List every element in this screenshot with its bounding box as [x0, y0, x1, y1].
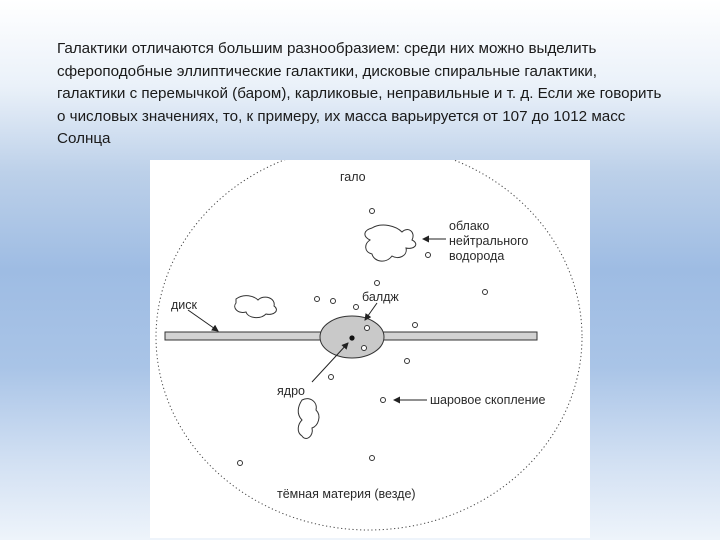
galaxy-diagram: гало облако нейтрального водорода диск б…: [150, 160, 590, 538]
label-globular-cluster: шаровое скопление: [430, 393, 545, 407]
label-hydrogen-line3: водорода: [449, 249, 504, 263]
hydrogen-cloud: [234, 295, 277, 319]
globular-cluster-dot: [425, 252, 431, 258]
globular-cluster-dot: [482, 289, 488, 295]
globular-cluster-dot: [237, 460, 243, 466]
label-disk: диск: [171, 298, 198, 312]
halo-outline: [155, 160, 583, 531]
disk-arrow: [187, 309, 219, 332]
nucleus-arrow: [311, 342, 349, 383]
globular-cluster-dot: [361, 345, 367, 351]
label-halo: гало: [340, 170, 366, 184]
label-dark-matter: тёмная материя (везде): [277, 487, 416, 501]
globular-cluster-dot: [369, 208, 375, 214]
globular-cluster-dot: [369, 455, 375, 461]
globular-cluster-dot: [330, 298, 336, 304]
globular-cluster-dot: [412, 322, 418, 328]
slide-paragraph: Галактики отличаются большим разнообрази…: [57, 40, 662, 148]
hydrogen-cloud: [297, 398, 320, 439]
label-bulge: балдж: [362, 290, 399, 304]
globular-cluster-dot: [314, 296, 320, 302]
label-hydrogen-line1: облако: [449, 219, 489, 233]
galaxy-diagram-svg: гало облако нейтрального водорода диск б…: [155, 160, 583, 531]
label-nucleus: ядро: [277, 384, 305, 398]
nucleus-dot: [349, 335, 355, 341]
bulge-arrow: [364, 302, 378, 321]
globular-cluster-dot: [374, 280, 380, 286]
globular-cluster-dot: [380, 397, 386, 403]
globular-cluster-dot: [404, 358, 410, 364]
label-hydrogen-line2: нейтрального: [449, 234, 528, 248]
hydrogen-cloud: [364, 224, 417, 262]
globular-cluster-dot: [353, 304, 359, 310]
globular-cluster-dot: [364, 325, 370, 331]
globular-cluster-dot: [328, 374, 334, 380]
